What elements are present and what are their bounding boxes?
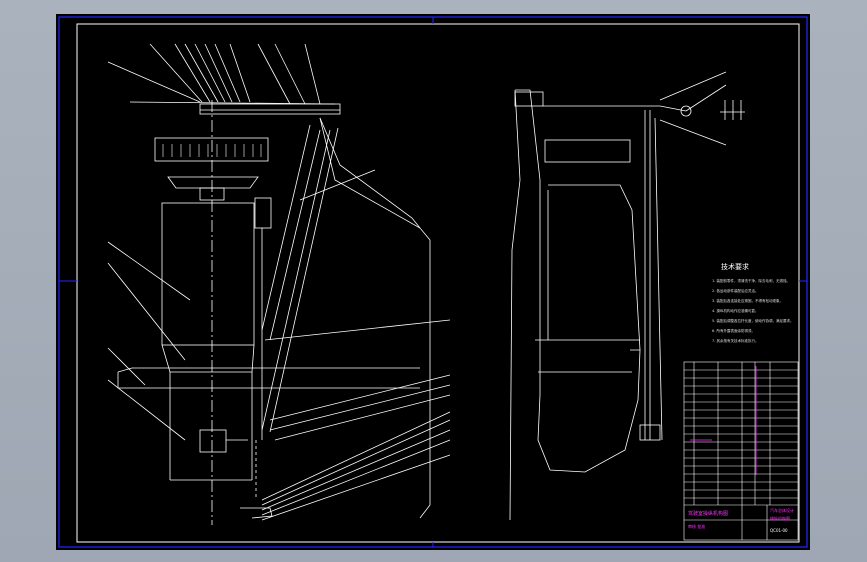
left-view: [107, 43, 451, 525]
title-block-approval: 审核 批准: [688, 524, 706, 529]
inner-frame: [76, 23, 800, 543]
tech-note: 6. 所有外露表面涂防锈漆。: [712, 329, 755, 333]
tech-note: 2. 各运动部件装配后应灵活。: [712, 289, 759, 293]
title-block-drawing-number: QC01-00: [770, 528, 788, 533]
tech-note: 3. 装配后各连接处应紧固，不得有松动现象。: [712, 299, 783, 303]
title-block-drawing-name: 驾驶室操纵机构图: [688, 511, 729, 517]
title-block-subtitle: 操纵机构图: [770, 516, 790, 521]
tech-note: 5. 装配后调整各拉杆长度，使动作协调，满足要求。: [712, 319, 794, 323]
title-block: [683, 361, 799, 541]
tech-requirements-title: 技术要求: [721, 263, 749, 271]
tech-note: 7. 其余按有关技术标准执行。: [712, 339, 759, 343]
drawing-sheet: [56, 14, 810, 550]
tech-note: 4. 操纵机构动作应准确可靠。: [712, 309, 759, 313]
tech-note: 1. 装配前零件，须清洗干净，除去毛刺，无锈蚀。: [712, 279, 790, 283]
title-block-project: 汽车总体设计: [770, 508, 794, 513]
parts-list-highlight: [690, 366, 757, 475]
right-view: [509, 71, 745, 521]
